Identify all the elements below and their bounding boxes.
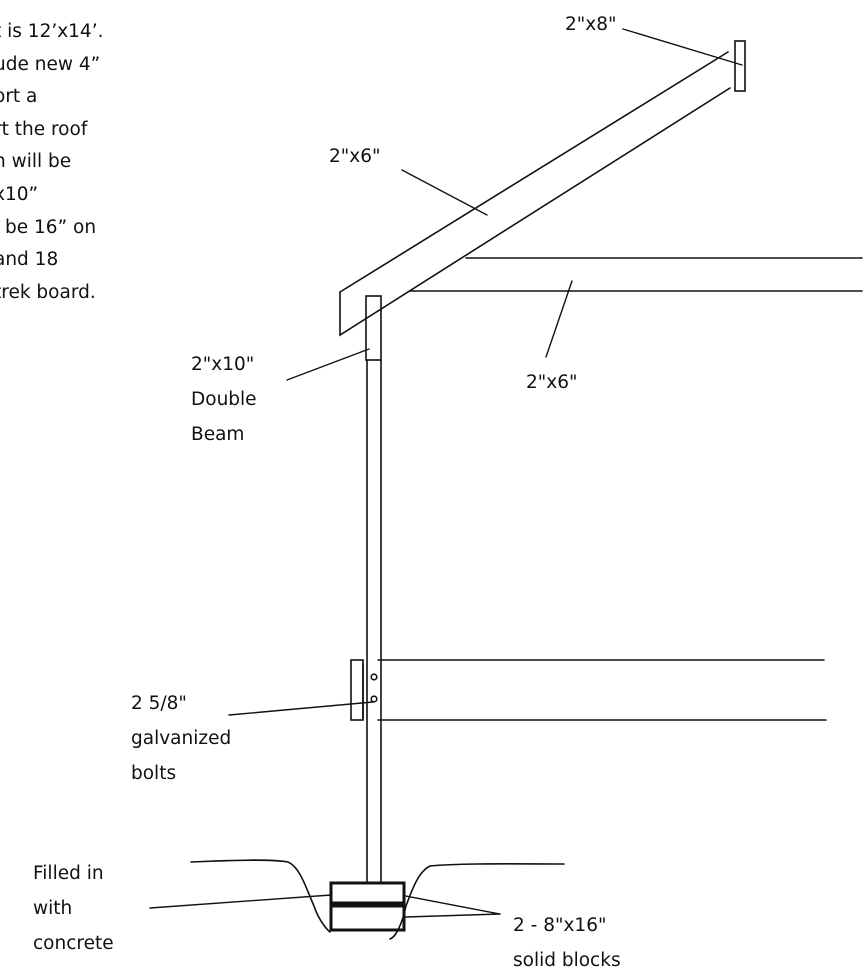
note-line: l be 16” on bbox=[0, 216, 97, 238]
label-beam-size: 2"x10" bbox=[191, 354, 255, 375]
ground-line bbox=[190, 859, 565, 940]
rafter bbox=[339, 51, 731, 337]
note-line: and 18 bbox=[0, 249, 59, 271]
leader-fill bbox=[149, 894, 332, 909]
solid-blocks bbox=[329, 881, 406, 932]
label-fill-line1: Filled in bbox=[33, 863, 104, 884]
note-line: ort a bbox=[0, 86, 38, 108]
deck-joist bbox=[350, 659, 827, 721]
label-rafter: 2"x6" bbox=[329, 146, 381, 167]
label-fill-line3: concrete bbox=[33, 933, 114, 954]
rafter-end-board bbox=[734, 40, 746, 92]
label-fill-line2: with bbox=[33, 898, 73, 919]
roof-joists bbox=[409, 257, 863, 292]
label-ledger: 2"x6" bbox=[526, 372, 578, 393]
label-bolts-line3: bolts bbox=[131, 763, 177, 784]
label-beam-line1: Double bbox=[191, 389, 257, 410]
leader-rafter bbox=[401, 169, 488, 216]
label-blocks-line1: 2 - 8"x16" bbox=[513, 915, 607, 936]
note-line: ude new 4” bbox=[0, 53, 101, 75]
label-blocks-line2: solid blocks bbox=[513, 950, 621, 971]
leader-bolts bbox=[228, 701, 374, 716]
note-line: n will be bbox=[0, 151, 72, 173]
leader-ledger bbox=[545, 280, 573, 358]
note-line: t is 12’x14’. bbox=[0, 21, 104, 42]
post bbox=[366, 359, 382, 883]
note-line: x10” bbox=[0, 183, 39, 205]
note-line: rt the roof bbox=[0, 118, 88, 140]
leader-block-top bbox=[405, 895, 501, 915]
label-bolts-line2: galvanized bbox=[131, 728, 232, 749]
double-beam-block bbox=[365, 295, 382, 361]
leader-block-bottom bbox=[405, 913, 501, 918]
leader-rafter-end bbox=[622, 28, 743, 66]
note-line: trek board. bbox=[0, 281, 96, 303]
construction-note: t is 12’x14’. ude new 4” ort a rt the ro… bbox=[0, 16, 103, 309]
leader-beam bbox=[286, 348, 370, 381]
label-beam-line2: Beam bbox=[191, 424, 245, 445]
label-bolts-line1: 2 5/8" bbox=[131, 693, 187, 714]
bolts bbox=[370, 673, 378, 703]
leader-lines bbox=[149, 28, 743, 918]
label-rafter-end: 2"x8" bbox=[565, 14, 617, 35]
